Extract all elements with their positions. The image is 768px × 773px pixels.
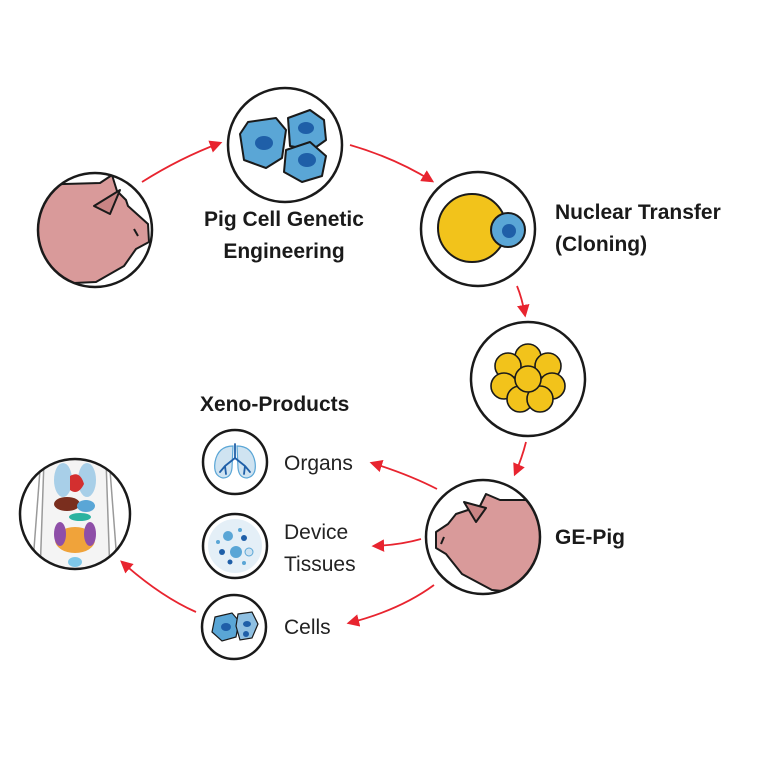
label-device-tissues-line1: Device — [284, 521, 349, 544]
small-cells-icon — [200, 593, 268, 661]
egg-nucleus-icon — [419, 170, 537, 288]
label-xeno-products: Xeno-Products — [200, 393, 350, 416]
arrow-pig-to-engineering — [141, 140, 223, 183]
ge-pig-icon — [424, 478, 542, 596]
arrow-engineering-to-transfer — [349, 144, 435, 183]
tissue-icon — [201, 512, 269, 580]
arrow-gepig-to-organs — [369, 460, 438, 490]
label-genetic-engineering: Pig Cell Genetic Engineering — [184, 204, 384, 268]
lungs-icon — [201, 428, 269, 496]
label-genetic-engineering-line1: Pig Cell Genetic — [204, 208, 364, 231]
label-genetic-engineering-line2: Engineering — [223, 240, 345, 263]
label-nuclear-transfer-line2: (Cloning) — [555, 233, 648, 256]
label-cells: Cells — [284, 616, 331, 639]
arrow-transfer-to-embryo — [516, 285, 530, 318]
cells-icon — [226, 86, 344, 204]
arrows — [120, 140, 530, 627]
human-body-icon — [18, 457, 132, 571]
arrow-gepig-to-cells — [346, 584, 435, 627]
arrow-gepig-to-tissues — [371, 538, 422, 552]
label-organs: Organs — [284, 452, 353, 475]
embryo-icon — [469, 320, 587, 438]
label-device-tissues-line2: Tissues — [284, 553, 356, 576]
label-nuclear-transfer-line1: Nuclear Transfer — [555, 201, 721, 224]
pig-icon — [36, 171, 154, 289]
label-ge-pig: GE-Pig — [555, 526, 626, 549]
arrow-embryo-to-gepig — [513, 441, 527, 477]
label-nuclear-transfer: Nuclear Transfer (Cloning) — [555, 197, 721, 261]
label-device-tissues: Device Tissues — [284, 517, 356, 581]
arrow-cells-to-body — [120, 560, 197, 613]
